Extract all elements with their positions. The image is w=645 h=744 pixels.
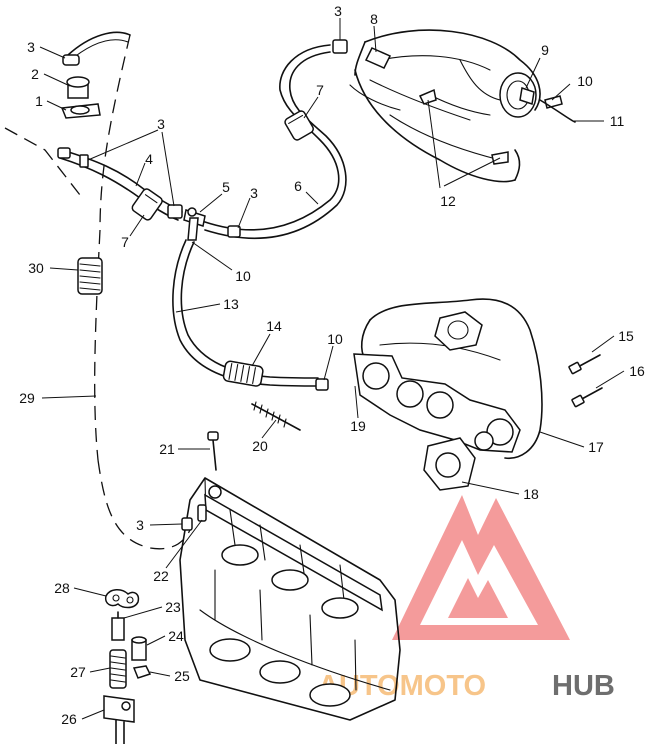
callout-c1-7a: 7 [121, 234, 129, 250]
callout-c1-10c: 10 [327, 331, 343, 347]
callout-c1-11: 11 [610, 113, 625, 129]
callout-c1-14: 14 [266, 318, 282, 334]
spring-30 [77, 257, 103, 295]
callout-c1-20: 20 [252, 438, 268, 454]
clamp-3e [181, 517, 193, 531]
watermark-brand-part2: HUB [552, 670, 615, 702]
callout-c1-23: 23 [165, 599, 181, 615]
callout-c1-18: 18 [523, 486, 539, 502]
callout-c1-25: 25 [174, 668, 190, 684]
callout-c1-9: 9 [541, 42, 549, 58]
automotohub-logo: AUTOMOTO HUB [318, 495, 615, 702]
callout-c1-3a: 3 [27, 39, 35, 55]
callout-c1-4: 4 [145, 151, 153, 167]
callout-c1-29: 29 [19, 390, 35, 406]
fitting-24 [131, 636, 147, 661]
callout-c1-3c: 3 [334, 3, 342, 19]
callout-c1-10b: 10 [235, 268, 251, 284]
callout-c1-8: 8 [370, 11, 378, 27]
hose-13-assembly [172, 239, 329, 391]
bolt-20 [251, 401, 301, 431]
callout-c1-15: 15 [618, 328, 634, 344]
callout-c1-16: 16 [629, 363, 645, 379]
callout-c1-27: 27 [70, 664, 86, 680]
callout-c1-24: 24 [168, 628, 184, 644]
callout-c1-2: 2 [31, 66, 39, 82]
bolt-15 [568, 354, 601, 375]
callout-c1-12: 12 [440, 193, 456, 209]
plug-cap-26 [103, 695, 135, 744]
callout-c1-7b: 7 [316, 82, 324, 98]
dashed-reference-lines [4, 34, 191, 550]
callout-c1-22: 22 [153, 568, 169, 584]
spring-27 [109, 649, 127, 689]
hose-6 [204, 39, 348, 240]
spark-plug-23 [111, 611, 125, 641]
leader-lines [39, 18, 625, 720]
expansion-chamber [349, 29, 576, 183]
intake-manifold-17 [353, 298, 543, 491]
callout-c1-1: 1 [35, 93, 43, 109]
upper-left-fitting [60, 31, 131, 119]
callout-c1-3d: 3 [250, 185, 258, 201]
hose-4-assembly [57, 147, 183, 221]
callout-c1-3e: 3 [136, 517, 144, 533]
callout-c1-17: 17 [588, 439, 604, 455]
callout-c1-28: 28 [54, 580, 70, 596]
callout-c1-5: 5 [222, 179, 230, 195]
grommet-28 [104, 589, 140, 609]
callout-c1-10a: 10 [577, 73, 593, 89]
callout-c1-19: 19 [350, 418, 366, 434]
callout-c1-21: 21 [159, 441, 175, 457]
callout-c1-6: 6 [294, 178, 302, 194]
tee-connector-5 [183, 207, 206, 241]
screw-21 [207, 431, 219, 471]
callout-c1-30: 30 [28, 260, 44, 276]
cylinder-block [179, 477, 401, 721]
callout-c1-3b: 3 [157, 116, 165, 132]
bolt-16 [571, 387, 603, 408]
callout-c1-13: 13 [223, 296, 239, 312]
callout-c1-26: 26 [61, 711, 77, 727]
nut-25 [132, 665, 152, 679]
